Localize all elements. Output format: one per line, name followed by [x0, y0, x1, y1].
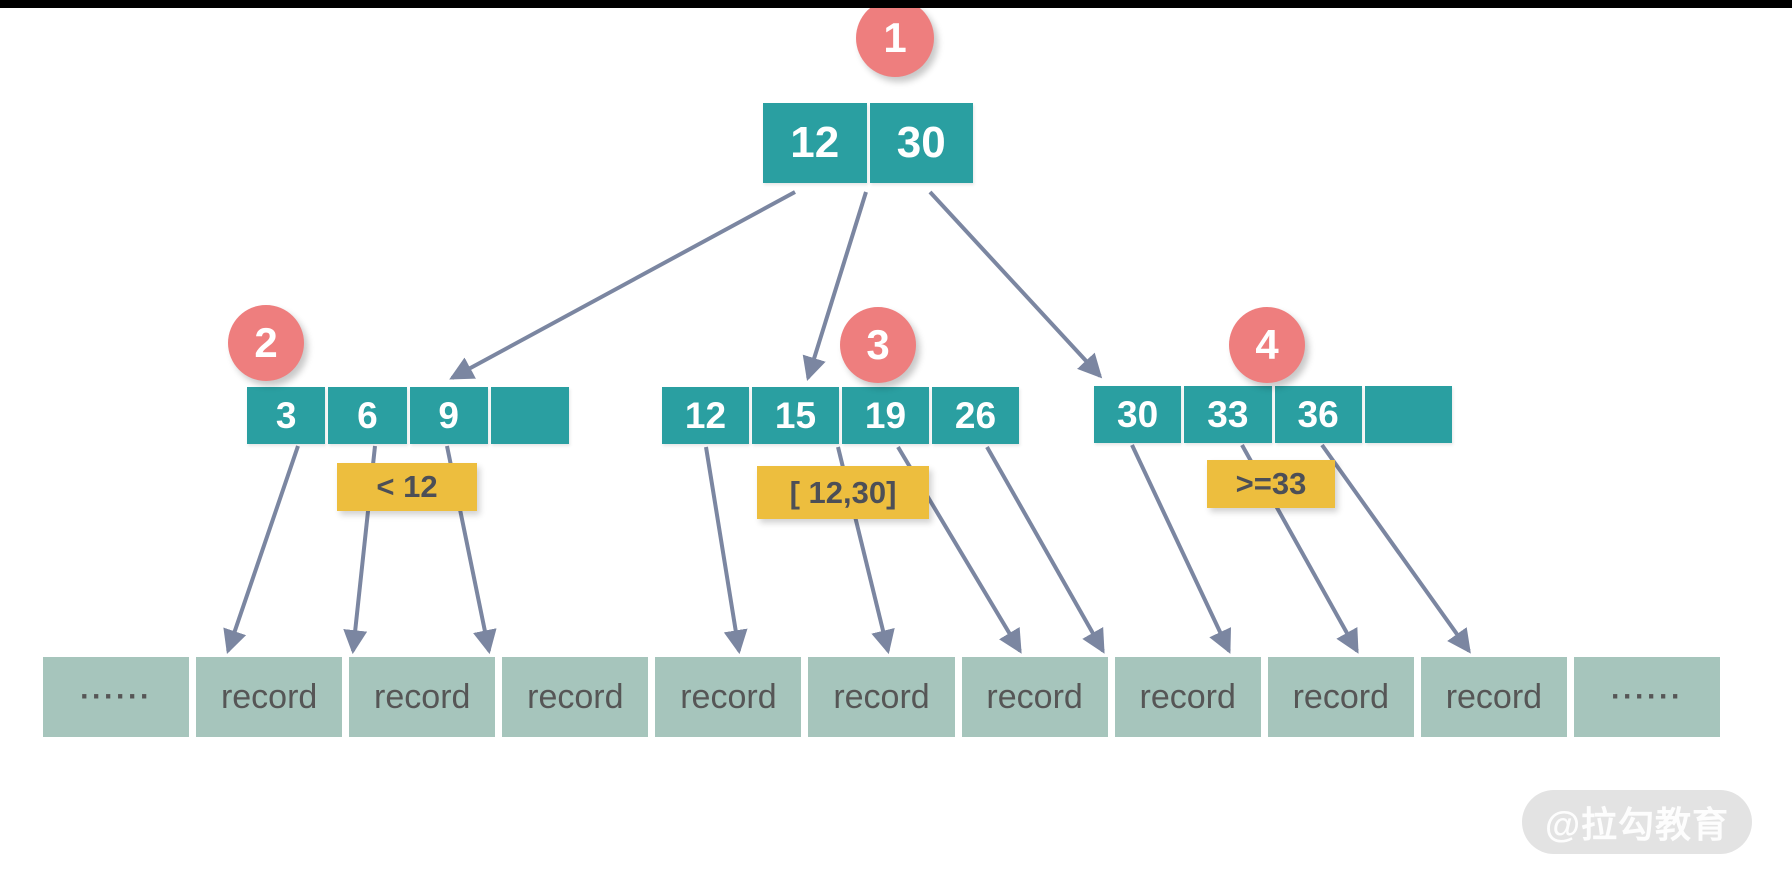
range-label-lt-12: < 12 [337, 463, 477, 511]
leaf-node-right: 30 33 36 [1094, 386, 1452, 443]
pointer-arrow [1320, 443, 1471, 654]
step-badge-3: 3 [840, 307, 916, 383]
record-cell: record [1267, 657, 1414, 737]
top-black-bar [0, 0, 1792, 8]
key-cell: 36 [1274, 386, 1362, 443]
key-cell: 9 [409, 387, 488, 444]
leaf-node-left: 3 6 9 [247, 387, 569, 444]
pointer-arrow [928, 190, 1103, 379]
pointer-arrow [223, 445, 300, 655]
step-badge-2: 2 [228, 305, 304, 381]
record-cell: record [655, 657, 802, 737]
pointer-arrow [704, 446, 748, 655]
key-cell: 15 [752, 387, 839, 444]
key-cell-empty [490, 387, 569, 444]
key-cell: 30 [1094, 386, 1182, 443]
key-cell: 6 [328, 387, 407, 444]
root-key-cell: 30 [869, 103, 973, 183]
key-cell: 33 [1184, 386, 1272, 443]
record-cell: record [196, 657, 343, 737]
key-cell: 19 [842, 387, 929, 444]
record-ellipsis-cell: ······ [43, 657, 190, 737]
record-ellipsis-cell: ······ [1573, 657, 1721, 737]
record-cell: record [1420, 657, 1567, 737]
pointer-arrow [985, 446, 1105, 654]
pointer-arrow [449, 190, 796, 380]
pointer-arrow [1130, 444, 1231, 654]
range-label-gte-33: >=33 [1207, 460, 1335, 508]
record-cell: record [808, 657, 955, 737]
record-cell: record [1114, 657, 1261, 737]
key-cell-empty [1364, 386, 1452, 443]
record-cell: record [961, 657, 1108, 737]
record-cell: record [349, 657, 496, 737]
lagou-education-watermark: @拉勾教育 [1522, 790, 1752, 854]
leaf-node-middle: 12 15 19 26 [662, 387, 1019, 444]
root-key-cell: 12 [763, 103, 867, 183]
key-cell: 3 [247, 387, 326, 444]
pointer-arrow [802, 191, 868, 382]
key-cell: 26 [932, 387, 1019, 444]
record-cell: record [502, 657, 649, 737]
record-row: ······ record record record record recor… [43, 657, 1721, 737]
key-cell: 12 [662, 387, 749, 444]
root-node: 12 30 [763, 103, 973, 183]
step-badge-1: 1 [856, 0, 934, 77]
range-label-12-30: [ 12,30] [757, 466, 929, 519]
step-badge-4: 4 [1229, 307, 1305, 383]
